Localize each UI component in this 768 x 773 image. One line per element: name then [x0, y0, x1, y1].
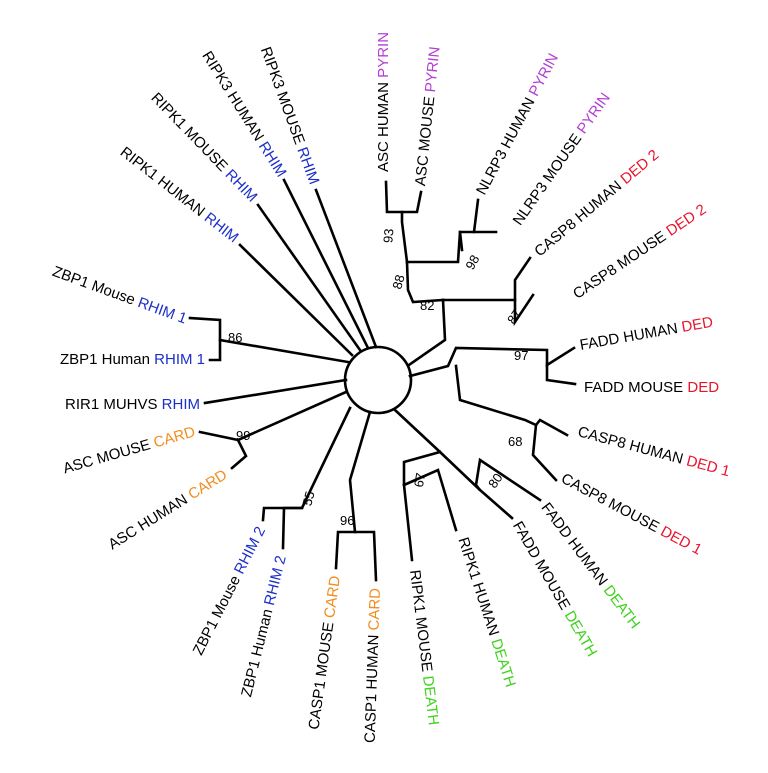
- leaf-protein-name: ASC HUMAN: [105, 489, 194, 553]
- leaf-domain-name: DEATH: [561, 608, 601, 660]
- leaf-domain-name: RHIM 2: [261, 554, 290, 607]
- leaf-protein-name: FADD MOUSE: [584, 379, 687, 396]
- leaf-label: FADD HUMAN DED: [578, 314, 714, 354]
- leaf-domain-name: RHIM: [222, 166, 261, 205]
- bootstrap-label: 97: [514, 348, 528, 363]
- leaf-protein-name: CASP8 MOUSE: [570, 226, 673, 303]
- leaf-domain-name: DED: [680, 314, 714, 336]
- bootstrap-label: 67: [411, 472, 428, 489]
- bootstrap-label: 99: [236, 428, 250, 443]
- branches-lower: [261, 406, 542, 582]
- leaf-domain-name: PYRIN: [375, 32, 392, 78]
- leaf-protein-name: RIR1 MUHVS: [65, 396, 162, 413]
- leaf-label: FADD MOUSE DED: [584, 379, 719, 396]
- leaf-domain-name: DEATH: [419, 675, 442, 726]
- leaf-domain-name: RHIM: [255, 139, 290, 181]
- leaf-domain-name: DEATH: [600, 582, 644, 632]
- leaf-domain-name: RHIM 2: [231, 524, 269, 577]
- leaf-label: RIPK1 MOUSE DEATH: [406, 569, 442, 726]
- leaf-protein-name: CASP1 HUMAN: [362, 630, 383, 743]
- leaf-label: ZBP1 Human RHIM 1: [60, 351, 205, 368]
- leaf-label: CASP8 HUMAN DED 1: [576, 423, 732, 480]
- leaf-protein-name: ZBP1 Mouse: [50, 263, 141, 310]
- bootstrap-label: 93: [380, 228, 396, 244]
- leaf-domain-name: RHIM: [201, 209, 242, 246]
- leaf-protein-name: FADD HUMAN: [578, 319, 683, 354]
- leaf-domain-name: DED 2: [663, 201, 709, 240]
- leaf-domain-name: RHIM 1: [154, 351, 205, 368]
- leaf-protein-name: ZBP1 Human: [238, 603, 277, 699]
- leaf-domain-name: DED 2: [617, 146, 662, 187]
- leaf-domain-name: CARD: [152, 423, 198, 451]
- leaf-domain-name: PYRIN: [525, 51, 562, 99]
- leaf-protein-name: ZBP1 Mouse: [190, 569, 246, 658]
- leaf-domain-name: RHIM: [162, 396, 200, 413]
- leaf-domain-name: DED 1: [685, 452, 732, 480]
- branches-ded: [408, 346, 577, 482]
- leaf-domain-name: DED 1: [658, 523, 705, 559]
- leaf-protein-name: RIPK1 MOUSE: [148, 89, 234, 178]
- leaf-label: ASC MOUSE CARD: [61, 423, 197, 477]
- leaf-domain-name: PYRIN: [422, 46, 444, 93]
- leaf-domain-name: CARD: [185, 466, 230, 503]
- leaf-protein-name: ASC MOUSE: [61, 435, 156, 477]
- leaf-protein-name: ASC MOUSE: [412, 91, 439, 186]
- leaf-protein-name: CASP8 MOUSE: [558, 470, 665, 538]
- bootstrap-label: 68: [508, 434, 522, 449]
- leaf-label: CASP1 HUMAN CARD: [362, 588, 384, 744]
- leaf-protein-name: CASP1 MOUSE: [305, 617, 337, 731]
- leaf-label: RIPK1 HUMAN DEATH: [454, 535, 519, 689]
- bootstrap-values: 93 88 98 82 87 97 68 80 67 96 55 99 86: [228, 228, 528, 528]
- leaf-domain-name: DED: [687, 379, 719, 396]
- leaf-label: ASC MOUSE PYRIN: [412, 46, 444, 187]
- leaf-protein-name: ZBP1 Human: [60, 351, 154, 368]
- bootstrap-label: 98: [462, 252, 482, 272]
- leaf-label: ASC HUMAN CARD: [105, 466, 230, 553]
- root-circle: [343, 345, 413, 415]
- leaf-domain-name: CARD: [365, 588, 383, 631]
- leaf-domain-name: RHIM 1: [135, 294, 189, 327]
- leaf-label: FADD MOUSE DEATH: [509, 518, 600, 659]
- leaf-domain-name: CARD: [321, 575, 344, 620]
- leaf-protein-name: NLRP3 HUMAN: [473, 91, 540, 198]
- leaf-protein-name: CASP8 HUMAN: [576, 423, 689, 469]
- leaf-protein-name: RIPK1 HUMAN: [117, 144, 212, 223]
- bootstrap-label: 87: [504, 306, 525, 326]
- leaf-domain-name: PYRIN: [574, 90, 614, 137]
- bootstrap-label: 96: [340, 513, 354, 528]
- leaf-protein-name: RIPK3 HUMAN: [198, 48, 269, 147]
- bootstrap-label: 82: [420, 298, 434, 313]
- leaf-label: ASC HUMAN PYRIN: [375, 32, 392, 172]
- bootstrap-label: 88: [389, 273, 407, 291]
- bootstrap-label: 55: [299, 489, 317, 507]
- leaf-protein-name: ASC HUMAN: [375, 78, 392, 172]
- leaf-label: RIR1 MUHVS RHIM: [65, 396, 200, 413]
- leaf-domain-name: DEATH: [487, 637, 519, 690]
- bootstrap-label: 80: [485, 470, 506, 490]
- leaf-domain-name: RHIM: [293, 145, 322, 187]
- bootstrap-label: 86: [228, 330, 242, 345]
- leaf-label: ZBP1 Mouse RHIM 1: [50, 263, 189, 327]
- leaf-protein-name: RIPK1 MOUSE: [406, 569, 436, 677]
- leaf-label: CASP1 MOUSE CARD: [305, 575, 343, 731]
- branches-pyrin-ded2: [384, 180, 535, 367]
- leaf-protein-name: RIPK1 HUMAN: [454, 535, 503, 642]
- branches-left: [188, 178, 378, 470]
